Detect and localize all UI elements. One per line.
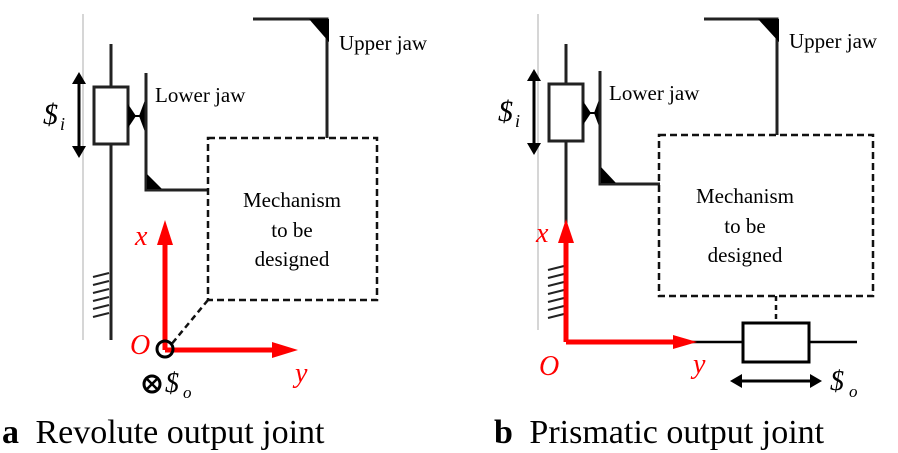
- y-axis-label: y: [690, 349, 706, 380]
- output-screw-symbol: $: [830, 366, 844, 397]
- mechanism-to-output-link: [169, 299, 209, 347]
- input-screw-subscript: i: [60, 114, 65, 134]
- upper-jaw: [704, 17, 779, 135]
- y-axis-arrowhead: [673, 335, 697, 349]
- output-screw-symbol: $: [165, 368, 179, 399]
- input-motion-arrow: [527, 69, 541, 155]
- mechanism-label-line-1: Mechanism: [696, 184, 794, 208]
- y-axis-label: y: [292, 358, 308, 389]
- lower-jaw: [144, 73, 208, 192]
- upper-jaw-label: Upper jaw: [339, 31, 428, 55]
- output-motion-arrow: [730, 374, 822, 388]
- upper-jaw: [253, 17, 329, 138]
- lower-jaw-label: Lower jaw: [155, 83, 246, 107]
- mechanism-label-line-1: Mechanism: [243, 188, 341, 212]
- input-motion-arrow: [72, 72, 86, 158]
- input-screw-symbol: $: [43, 98, 58, 131]
- mechanism-box: [657, 133, 875, 298]
- into-page-cross-icon: [142, 374, 162, 394]
- mechanism-label-line-2: to be: [724, 214, 765, 238]
- input-slider-block: [547, 82, 585, 143]
- mechanism-label-line-3: designed: [708, 243, 783, 267]
- caption-a-letter: a: [2, 414, 19, 451]
- caption-b: b Prismatic output joint: [494, 414, 825, 451]
- ground-hatch: [92, 272, 110, 318]
- lower-jaw-hinge: [583, 97, 600, 129]
- panel-a: Upper jaw Lower jaw $ i Mechanism to be …: [2, 14, 428, 451]
- revolute-joint-icon: [155, 339, 175, 359]
- upper-jaw-tip: [309, 19, 329, 42]
- upper-jaw-label: Upper jaw: [789, 29, 878, 53]
- input-slider-block: [92, 85, 130, 146]
- caption-a: a Revolute output joint: [2, 414, 325, 451]
- upper-jaw-tip: [758, 19, 779, 42]
- caption-b-letter: b: [494, 414, 513, 451]
- lower-jaw: [598, 71, 660, 186]
- ground-hatch: [547, 265, 565, 319]
- caption-b-text: Prismatic output joint: [529, 414, 824, 451]
- output-screw-subscript: o: [849, 382, 858, 401]
- lower-jaw-label: Lower jaw: [609, 81, 700, 105]
- lower-jaw-hinge: [128, 100, 145, 132]
- x-axis-label: x: [535, 218, 549, 249]
- x-axis-arrowhead: [157, 220, 173, 245]
- x-axis-arrowhead: [558, 219, 574, 243]
- lower-jaw-tip: [147, 174, 162, 189]
- panel-b: Upper jaw Lower jaw $ i Mechanism to be …: [494, 14, 878, 451]
- y-axis-arrowhead: [272, 342, 298, 358]
- lower-jaw-tip: [601, 167, 616, 183]
- mechanism-label-line-3: designed: [255, 247, 330, 271]
- mechanism-label-line-2: to be: [271, 218, 312, 242]
- output-slider-block: [741, 321, 811, 364]
- output-screw-subscript: o: [183, 383, 192, 402]
- x-axis-label: x: [134, 221, 148, 252]
- origin-label: O: [539, 351, 559, 382]
- origin-label: O: [130, 330, 150, 361]
- input-screw-subscript: i: [515, 111, 520, 131]
- caption-a-text: Revolute output joint: [36, 414, 326, 451]
- input-screw-symbol: $: [498, 95, 513, 128]
